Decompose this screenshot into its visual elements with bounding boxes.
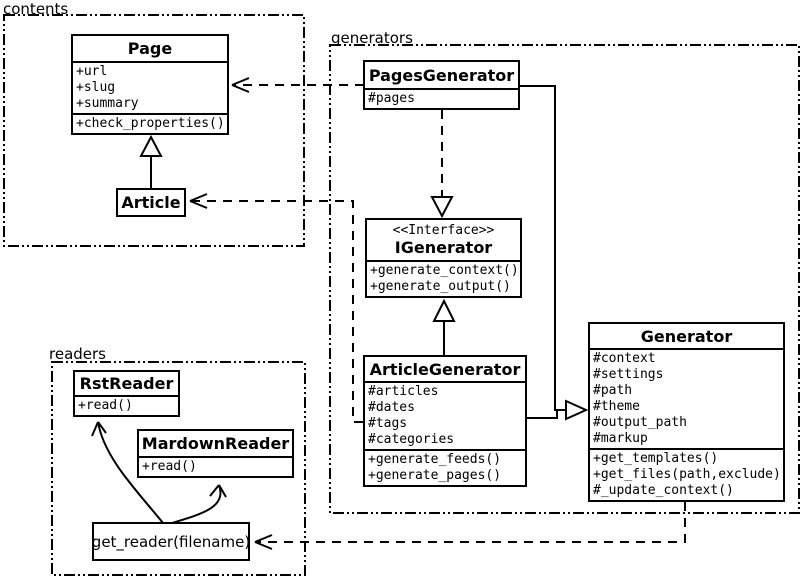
class-name-igenerator: IGenerator [394, 238, 493, 257]
class-box-page: Page +url +slug +summary +check_properti… [71, 34, 229, 135]
hollow-triangle-at-generator-left [565, 399, 589, 421]
open-arrowhead-at-getreader [254, 534, 273, 550]
function-box-get-reader: get_reader(filename) [92, 522, 250, 561]
arrow-getreader-to-rstreader [97, 421, 164, 524]
method: +read() [142, 459, 197, 474]
rstreader-methods: +read() [75, 395, 178, 415]
arrow-getreader-to-mardownreader [171, 484, 222, 524]
method: +generate_context() [370, 263, 519, 278]
attribute: #theme [593, 399, 640, 414]
package-contents-border [3, 14, 305, 247]
method: +get_files(path,exclude) [593, 467, 781, 482]
articlegenerator-methods: +generate_feeds() +generate_pages() [365, 449, 525, 485]
package-readers-border [51, 361, 306, 576]
open-arrowhead-at-page [231, 77, 250, 93]
class-box-articlegenerator: ArticleGenerator #articles #dates #tags … [363, 355, 527, 487]
page-attributes: +url +slug +summary [73, 61, 227, 113]
hollow-triangle-at-page-bottom [139, 134, 163, 157]
attribute: #categories [368, 432, 455, 447]
attribute: #markup [593, 431, 648, 446]
attribute: #path [593, 383, 633, 398]
class-name-rstreader: RstReader [79, 374, 174, 393]
page-methods: +check_properties() [73, 113, 227, 133]
class-name-page: Page [127, 39, 173, 58]
generator-methods: +get_templates() +get_files(path,exclude… [590, 448, 783, 500]
igenerator-methods: +generate_context() +generate_output() [367, 260, 520, 296]
class-name-articlegenerator: ArticleGenerator [369, 359, 521, 379]
class-name-mardownreader: MardownReader [141, 434, 290, 453]
open-arrowhead-at-mardownreader [209, 484, 227, 498]
method: #_update_context() [593, 483, 734, 498]
method: +generate_pages() [368, 468, 502, 483]
open-arrowhead-at-rstreader [91, 421, 107, 437]
class-box-igenerator: <<Interface>> IGenerator +generate_conte… [365, 218, 522, 298]
igenerator-header: <<Interface>> IGenerator [367, 220, 520, 260]
hollow-triangle-at-igenerator-bottom [432, 298, 456, 322]
method: +check_properties() [76, 116, 225, 131]
method: +read() [78, 398, 133, 413]
attribute: +slug [76, 80, 116, 95]
attribute: +summary [76, 96, 139, 111]
class-box-mardownreader: MardownReader +read() [137, 429, 294, 478]
class-box-article: Article [116, 188, 186, 217]
attribute: #settings [593, 367, 664, 382]
interface-stereotype: <<Interface>> [392, 223, 495, 238]
open-arrowhead-at-article [189, 193, 208, 209]
pagesgenerator-attributes: #pages [365, 88, 518, 108]
class-box-pagesgenerator: PagesGenerator #pages [363, 60, 520, 110]
package-generators-border [329, 44, 800, 514]
attribute: #dates [368, 400, 415, 415]
class-box-rstreader: RstReader +read() [73, 370, 180, 417]
attribute: #articles [368, 384, 439, 399]
method: +generate_feeds() [368, 452, 502, 467]
dependency-articlegenerator-to-article [190, 200, 363, 423]
package-label-generators: generators [331, 29, 413, 47]
method: +generate_output() [370, 279, 511, 294]
inheritance-articlegenerator-to-generator [527, 410, 558, 419]
package-label-contents: contents [3, 0, 69, 18]
hollow-triangle-at-igenerator-top [430, 196, 454, 219]
package-label-readers: readers [49, 345, 106, 363]
attribute: #pages [368, 91, 415, 106]
class-name-generator: Generator [640, 326, 733, 346]
class-name-article: Article [121, 193, 181, 212]
method: +get_templates() [593, 451, 719, 466]
articlegenerator-attributes: #articles #dates #tags #categories [365, 381, 525, 449]
mardownreader-methods: +read() [139, 456, 292, 476]
generator-attributes: #context #settings #path #theme #output_… [590, 348, 783, 448]
attribute: #tags [368, 416, 408, 431]
inheritance-pagesgenerator-to-generator [520, 85, 566, 411]
dependency-generator-to-getreader [255, 502, 686, 543]
attribute: +url [76, 64, 108, 79]
attribute: #context [593, 351, 656, 366]
attribute: #output_path [593, 415, 687, 430]
class-box-generator: Generator #context #settings #path #them… [588, 322, 785, 502]
class-name-pagesgenerator: PagesGenerator [368, 65, 515, 85]
